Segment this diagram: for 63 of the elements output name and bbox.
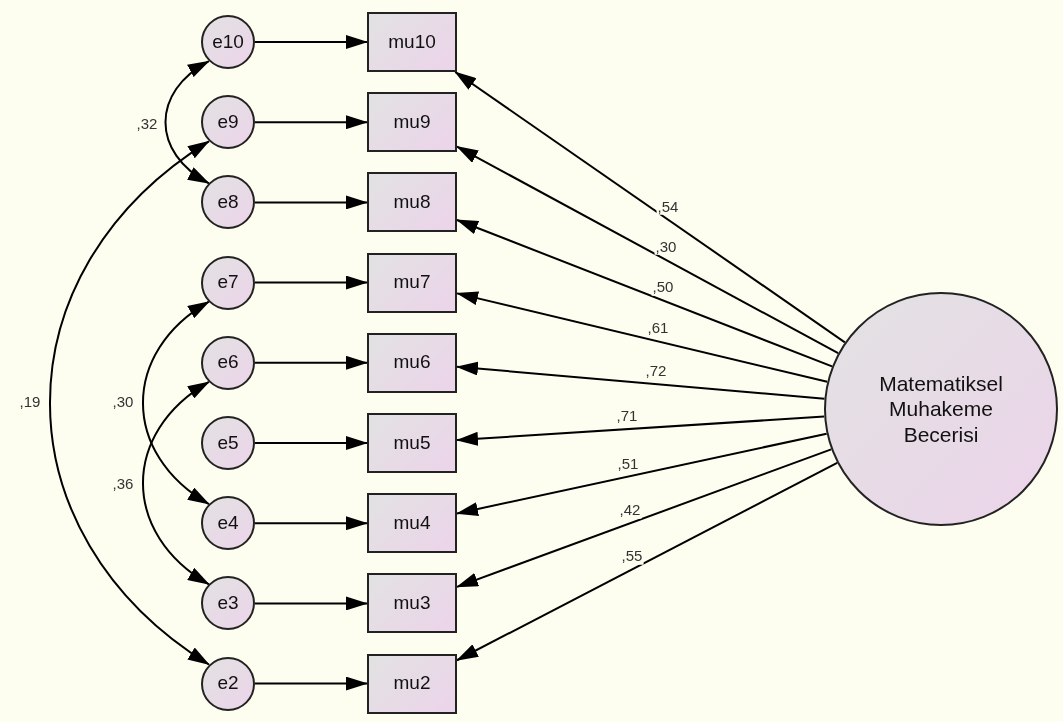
variable-name: mu8 <box>393 191 431 214</box>
arrow <box>456 415 826 446</box>
arrow <box>454 71 846 344</box>
arrow <box>254 516 368 531</box>
observed-variable-box <box>367 252 457 313</box>
error-term-circle <box>201 656 255 711</box>
arrow <box>254 195 368 210</box>
edge-label: ,61 <box>646 320 670 337</box>
error-term-circle <box>201 416 255 470</box>
error-term-circle <box>201 335 255 390</box>
arrow <box>456 145 840 355</box>
observed-variable-box <box>367 92 457 153</box>
latent-variable-name: Matematiksel Muhakeme Becerisi <box>878 371 1004 447</box>
variable-name: e4 <box>217 511 239 535</box>
observed-variable-box <box>367 413 457 473</box>
variable-name: mu7 <box>393 271 431 294</box>
variable-name: e5 <box>217 431 239 455</box>
arrow <box>456 448 833 588</box>
observed-variable-box <box>367 332 457 393</box>
curved-arrow <box>49 140 210 666</box>
edge-label: ,55 <box>620 548 644 565</box>
arrow <box>254 35 368 49</box>
variable-name: mu4 <box>393 511 431 535</box>
error-term-circle <box>201 15 255 69</box>
arrow <box>254 355 368 370</box>
observed-variable-box <box>367 493 457 554</box>
arrow <box>456 219 833 368</box>
curved-arrow <box>164 60 210 185</box>
arrow <box>254 436 368 450</box>
arrow <box>254 115 368 130</box>
observed-variable-box <box>367 172 457 233</box>
variable-name: e7 <box>217 271 239 294</box>
curved-arrow <box>142 380 210 586</box>
arrow <box>456 291 829 383</box>
variable-name: mu5 <box>393 431 431 455</box>
variable-name: mu6 <box>393 351 431 375</box>
arrow <box>254 676 368 691</box>
error-term-circle <box>201 496 255 551</box>
variable-name: e10 <box>212 30 244 54</box>
arrow <box>254 275 368 290</box>
error-term-circle <box>201 95 255 150</box>
observed-variable-box <box>367 653 457 714</box>
error-term-circle <box>201 175 255 230</box>
variable-name: e3 <box>217 592 239 615</box>
edge-label: ,50 <box>651 279 675 296</box>
variable-name: mu3 <box>393 592 431 615</box>
observed-variable-box <box>367 573 457 634</box>
edge-label: ,42 <box>618 502 642 519</box>
arrow <box>456 361 826 400</box>
curved-arrow <box>142 300 210 506</box>
variable-name: mu10 <box>388 30 436 54</box>
arrow <box>254 596 368 611</box>
variable-name: e2 <box>217 672 239 695</box>
observed-variable-box <box>367 12 457 72</box>
arrow <box>456 461 839 662</box>
variable-name: e9 <box>217 110 239 134</box>
arrow <box>456 432 828 516</box>
error-term-circle <box>201 576 255 631</box>
variable-name: mu9 <box>393 110 431 134</box>
error-term-circle <box>201 255 255 310</box>
variable-name: e6 <box>217 351 239 375</box>
variable-name: e8 <box>217 191 239 214</box>
variable-name: mu2 <box>393 672 431 695</box>
